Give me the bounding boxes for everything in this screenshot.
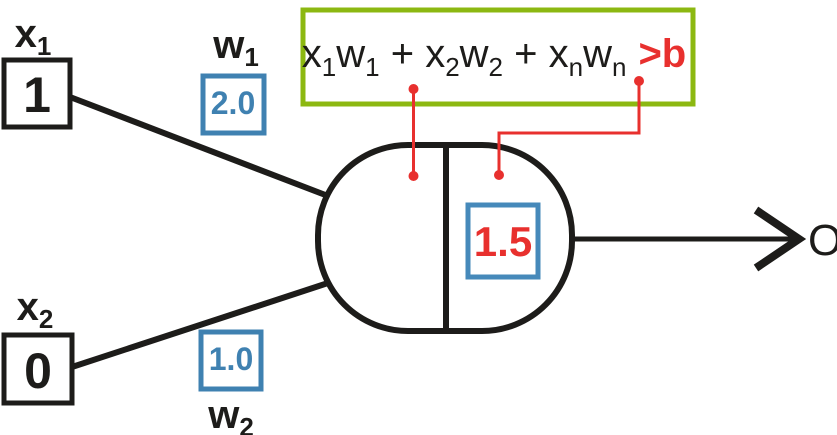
input-x1-box: [1, 57, 73, 130]
output-label: O: [808, 216, 837, 265]
input-x2-value: 0: [24, 343, 52, 399]
weight-w1-box: [200, 73, 267, 136]
connection-line-x2: [71, 280, 329, 370]
weight-w1-value: 2.0: [211, 85, 255, 121]
weight-w2-box: [198, 329, 264, 392]
callout-dot-sum-bottom: [408, 171, 419, 181]
input-x1-label: x1: [15, 12, 52, 61]
output-arrowhead-icon: [753, 206, 807, 272]
callout-dot-threshold-top: [634, 76, 644, 86]
connection-line-x1: [68, 94, 330, 199]
input-x2-box: [1, 332, 75, 406]
weight-w1-label: w1: [212, 23, 259, 72]
formula-threshold: >b: [638, 32, 686, 76]
callout-dot-threshold-bottom: [494, 170, 504, 180]
callout-line-threshold: [497, 81, 641, 175]
weight-w2-value: 1.0: [209, 341, 253, 377]
input-x1-value: 1: [23, 67, 51, 123]
bias-value: 1.5: [474, 218, 532, 265]
input-x2-label: x2: [17, 285, 54, 334]
bias-box: [465, 202, 541, 280]
formula-expression: x1w1 + x2w2 + xnwn>b: [302, 32, 686, 82]
callout-dot-sum-top: [408, 84, 419, 94]
weight-w2-label: w2: [207, 393, 254, 435]
formula-box: [300, 7, 696, 107]
